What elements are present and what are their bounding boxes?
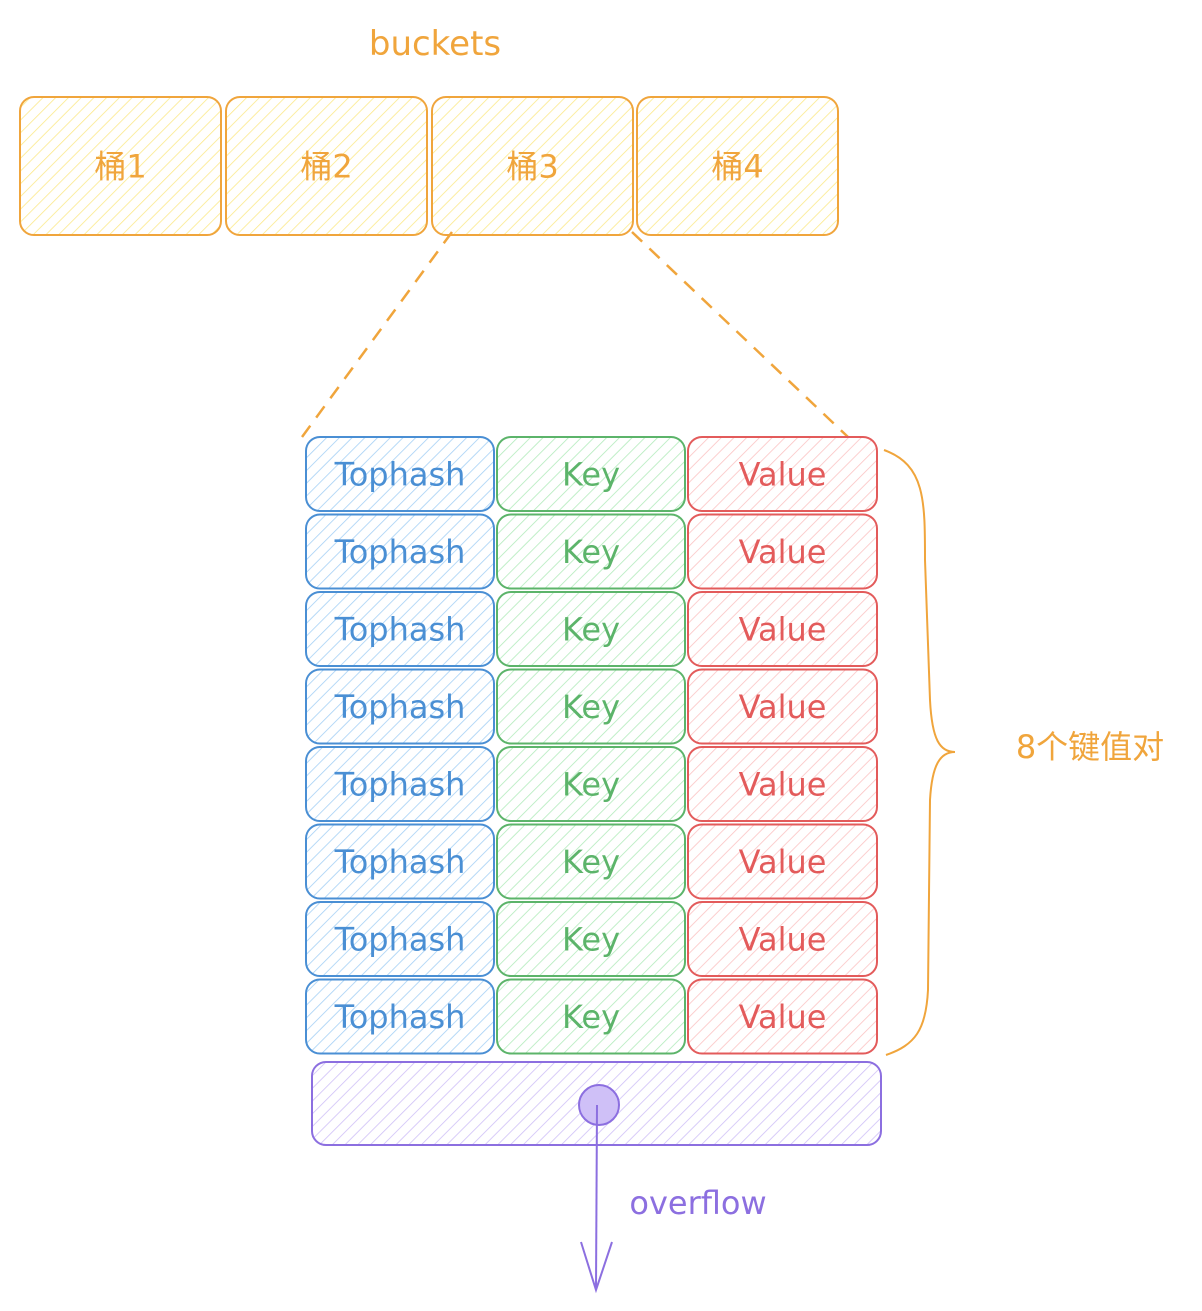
buckets-title: buckets (369, 24, 501, 64)
brace (883, 449, 956, 1056)
key-cell-box (496, 746, 686, 822)
value-cell-label: Value (739, 611, 827, 649)
bucket-2-label: 桶2 (300, 148, 352, 186)
tophash-cell-label: Tophash (334, 921, 466, 959)
tophash-cell-box (305, 978, 495, 1055)
value-cell-box (687, 746, 878, 822)
overflow-pointer-dot (578, 1084, 620, 1126)
tophash-cell-label: Tophash (334, 533, 466, 571)
tophash-cell-box (305, 591, 495, 667)
tophash-cell-box (305, 436, 495, 512)
overflow-arrow-line (595, 1104, 598, 1289)
value-cell-label: Value (739, 766, 827, 804)
key-cell-label: Key (562, 921, 620, 959)
key-cell-box (496, 978, 686, 1055)
key-cell-box (496, 591, 686, 667)
key-cell-label: Key (562, 998, 620, 1036)
overflow-label: overflow (629, 1184, 766, 1222)
value-cell-box (687, 978, 878, 1055)
bucket-2-box (225, 96, 428, 236)
value-cell-box (687, 591, 878, 667)
value-cell-label: Value (739, 456, 827, 494)
bucket-3-box (431, 96, 634, 236)
brace-label: 8个键值对 (1016, 728, 1164, 766)
value-cell-box (687, 668, 878, 745)
key-cell-box (496, 823, 686, 900)
value-cell-box (687, 901, 878, 977)
value-cell-label: Value (739, 843, 827, 881)
buckets-group: 桶1 桶2 桶3 桶4 (19, 96, 839, 236)
key-cell-label: Key (562, 766, 620, 804)
key-cell-label: Key (562, 456, 620, 494)
tophash-cell-label: Tophash (334, 998, 466, 1036)
value-cell-box (687, 436, 878, 512)
value-cell-box (687, 513, 878, 590)
zoom-line-right (631, 231, 849, 438)
bucket-4-box (636, 96, 839, 236)
bucket-3-label: 桶3 (506, 148, 558, 186)
value-cell-label: Value (739, 688, 827, 726)
tophash-cell-box (305, 513, 495, 590)
key-cell-box (496, 436, 686, 512)
zoom-line-left (300, 231, 454, 438)
key-cell-box (496, 513, 686, 590)
tophash-cell-label: Tophash (334, 843, 466, 881)
key-cell-label: Key (562, 611, 620, 649)
key-cell-label: Key (562, 533, 620, 571)
value-cell-label: Value (739, 533, 827, 571)
tophash-cell-label: Tophash (334, 611, 466, 649)
bucket-1-box (19, 96, 222, 236)
value-cell-label: Value (739, 921, 827, 959)
key-cell-box (496, 901, 686, 977)
key-cell-box (496, 668, 686, 745)
bucket-4-label: 桶4 (711, 148, 763, 186)
value-cell-box (687, 823, 878, 900)
tophash-cell-box (305, 901, 495, 977)
key-cell-label: Key (562, 688, 620, 726)
overflow-arrow-head-icon (580, 1241, 613, 1294)
tophash-cell-box (305, 668, 495, 745)
key-cell-label: Key (562, 843, 620, 881)
bucket-1-label: 桶1 (94, 148, 146, 186)
tophash-cell-label: Tophash (334, 766, 466, 804)
tophash-cell-box (305, 746, 495, 822)
tophash-cell-box (305, 823, 495, 900)
value-cell-label: Value (739, 998, 827, 1036)
tophash-cell-label: Tophash (334, 688, 466, 726)
tophash-cell-label: Tophash (334, 456, 466, 494)
